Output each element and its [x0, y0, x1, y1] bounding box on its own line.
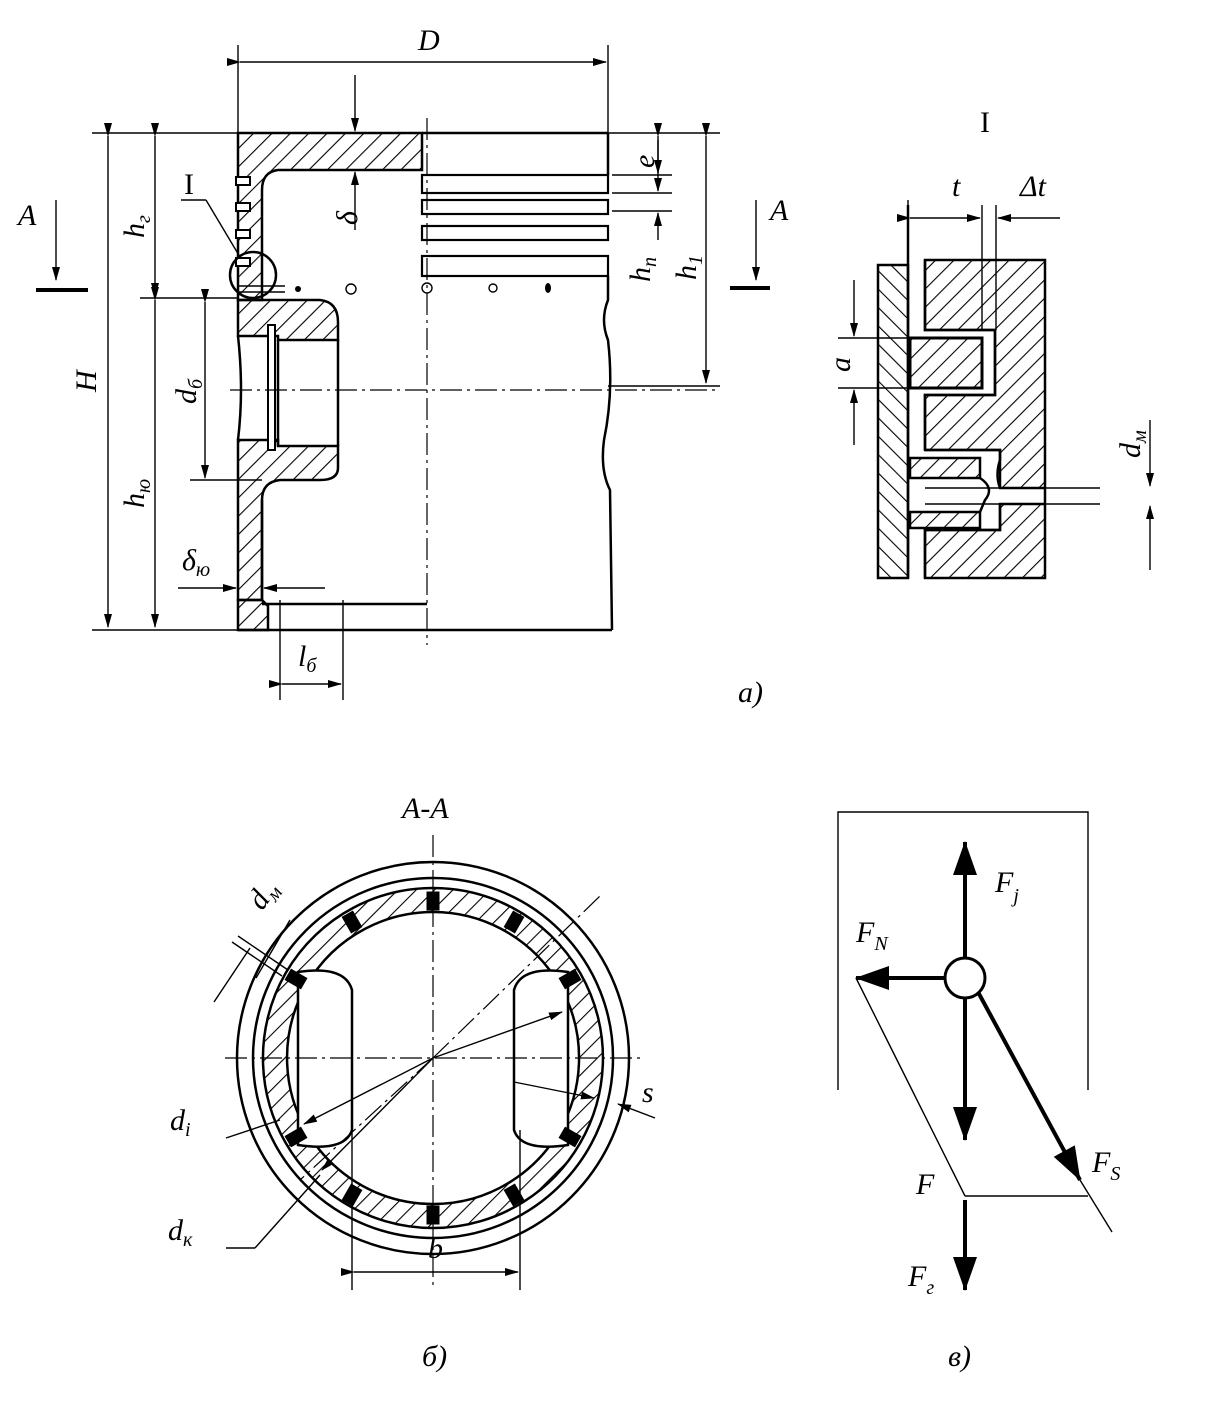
- detail-I-circle: [228, 250, 278, 300]
- caption-b: б): [422, 1340, 447, 1373]
- force-Fj: Fj: [994, 866, 1019, 907]
- dim-hyu: hю: [118, 479, 155, 508]
- force-F: F: [915, 1168, 935, 1201]
- pin-boss-upper: [236, 298, 340, 342]
- section-title: A-A: [400, 792, 449, 825]
- dim-e: e: [628, 155, 661, 168]
- section-A-A-view: A-A di: [168, 792, 656, 1373]
- dim-db: dб: [170, 378, 207, 404]
- skirt-wall: [236, 598, 270, 632]
- pin-retainer: [267, 324, 276, 451]
- force-FN: FN: [855, 916, 889, 955]
- dim-lb: lб: [298, 640, 317, 677]
- oil-ring-lower: [908, 510, 982, 530]
- oil-hole: [295, 286, 301, 292]
- detail-I-view: I t Δt a dм: [824, 106, 1154, 580]
- ring-lands-right: [420, 173, 610, 278]
- pin-node: [943, 956, 987, 1000]
- oil-hole-2: [345, 283, 357, 295]
- dim-t: t: [952, 170, 961, 203]
- dim-H: H: [70, 368, 103, 393]
- oil-ring-upper: [908, 456, 982, 480]
- dim-di: di: [170, 1104, 191, 1141]
- detail-mark: I: [184, 168, 194, 201]
- pin-boss-lower: [236, 438, 340, 602]
- dim-a: a: [824, 357, 857, 372]
- section-mark-left: A: [16, 199, 37, 232]
- cylinder-wall: [876, 263, 910, 580]
- force-Fg: Fг: [907, 1260, 934, 1299]
- dim-b: b: [428, 1232, 443, 1265]
- force-FS: FS: [1091, 1146, 1120, 1185]
- dim-h1: h1: [670, 255, 707, 280]
- force-diagram: Fj FN F FS Fг в): [837, 811, 1120, 1373]
- dim-hp: hп: [624, 257, 661, 282]
- caption-a: а): [738, 676, 763, 709]
- dim-delta-t: Δt: [1019, 170, 1047, 203]
- dim-hg: hг: [118, 215, 155, 238]
- dim-deltayu: δю: [182, 544, 210, 581]
- dim-delta: δ: [331, 210, 364, 225]
- piston-crown: [236, 131, 424, 302]
- piston-section-view: I D: [16, 24, 789, 709]
- ring-grooves-left: [235, 176, 251, 267]
- detail-title: I: [980, 106, 990, 139]
- compression-ring: [908, 336, 984, 390]
- dim-dk: dк: [168, 1214, 193, 1251]
- dim-dm-detail: dм: [1114, 430, 1151, 458]
- section-mark-right: A: [768, 194, 789, 227]
- dim-D: D: [417, 24, 440, 57]
- caption-v: в): [948, 1340, 971, 1373]
- dim-dm-ring: dм: [241, 873, 287, 917]
- dim-s: s: [642, 1076, 654, 1109]
